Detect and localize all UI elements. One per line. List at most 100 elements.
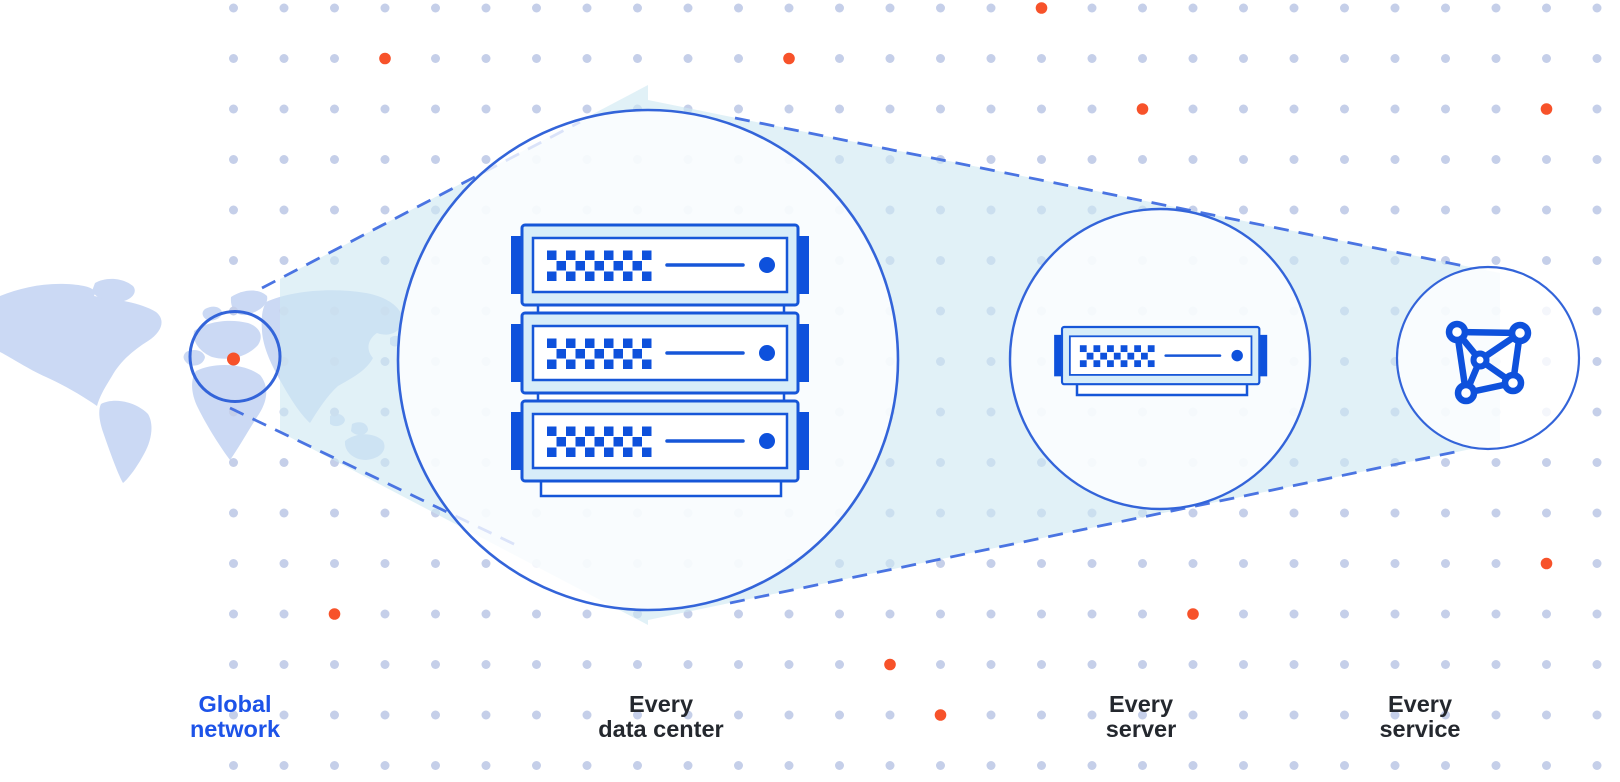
server-stack [511, 223, 809, 498]
grid-dot [481, 559, 491, 568]
grid-dot [1239, 3, 1248, 13]
grid-dot [1138, 710, 1147, 720]
matrix-pixel [1147, 360, 1155, 368]
grid-dot [431, 155, 440, 164]
orange-grid-dot [1187, 608, 1199, 620]
grid-dot [734, 710, 743, 720]
matrix-pixel [1093, 360, 1101, 368]
server-dot-matrix [547, 338, 652, 369]
matrix-pixel [604, 250, 614, 260]
matrix-pixel [1079, 345, 1087, 353]
grid-dot [885, 54, 895, 63]
grid-dot [734, 104, 743, 114]
grid-dot [936, 761, 945, 770]
server-dot-matrix [547, 426, 652, 457]
grid-dot [1340, 559, 1349, 568]
label-global-network-line1: Global [198, 691, 271, 717]
grid-dot [1188, 3, 1198, 13]
grid-dot [330, 3, 339, 13]
server-indicator-dot [759, 433, 775, 449]
grid-dot [1592, 256, 1602, 265]
grid-dot [1441, 508, 1450, 518]
grid-dot [431, 710, 440, 720]
grid-dot [380, 205, 390, 215]
grid-dot [1239, 104, 1248, 114]
grid-dot [1441, 710, 1450, 720]
orange-grid-dot [934, 709, 947, 721]
grid-dot [1340, 3, 1349, 13]
matrix-pixel [1086, 352, 1094, 360]
grid-dot [1592, 205, 1602, 215]
grid-dot [279, 508, 289, 518]
grid-dot [532, 104, 541, 114]
grid-dot [1340, 710, 1349, 720]
grid-dot [1188, 660, 1198, 669]
matrix-pixel [556, 261, 566, 271]
grid-dot [380, 710, 390, 720]
grid-dot [481, 660, 491, 669]
grid-dot [229, 205, 238, 215]
grid-dot [1592, 761, 1602, 770]
grid-dot [1289, 54, 1299, 63]
grid-dot [1188, 559, 1198, 568]
grid-dot [431, 54, 440, 63]
grid-dot [835, 660, 844, 669]
grid-dot [1491, 205, 1501, 215]
matrix-pixel [623, 250, 633, 260]
grid-dot [1188, 761, 1198, 770]
grid-dot [229, 508, 238, 518]
grid-dot [380, 559, 390, 568]
grid-dot [380, 508, 390, 518]
grid-dot [1592, 407, 1602, 417]
grid-dot [380, 761, 390, 770]
grid-dot [229, 104, 238, 114]
grid-dot [1239, 155, 1248, 164]
grid-dot [1542, 3, 1551, 13]
grid-dot [1441, 155, 1450, 164]
matrix-pixel [1141, 352, 1148, 360]
grid-dot [532, 660, 541, 669]
matrix-pixel [547, 250, 557, 260]
matrix-pixel [623, 447, 633, 457]
grid-dot [431, 559, 440, 568]
grid-dot [1390, 609, 1400, 619]
grid-dot [431, 104, 440, 114]
grid-dot [1542, 660, 1551, 669]
server-side-tab [1257, 334, 1268, 377]
matrix-pixel [613, 349, 623, 359]
matrix-pixel [1120, 360, 1128, 368]
network-mesh-icon [1445, 320, 1532, 405]
server-side-tab [1054, 334, 1065, 377]
label-every-data-center-line1: Every [629, 691, 693, 717]
grid-dot [1592, 559, 1602, 568]
grid-dot [1340, 155, 1349, 164]
grid-dot [279, 710, 289, 720]
mesh-node [1501, 371, 1525, 395]
matrix-pixel [604, 426, 614, 436]
grid-dot [279, 609, 289, 619]
grid-dot [1188, 508, 1198, 518]
grid-dot [1087, 155, 1097, 164]
matrix-pixel [585, 338, 595, 348]
matrix-pixel [566, 359, 576, 369]
dashed-connector-line [229, 406, 519, 548]
grid-dot [229, 256, 238, 265]
orange-grid-dot [1540, 557, 1553, 570]
grid-dot [1592, 710, 1602, 720]
matrix-pixel [632, 261, 642, 271]
grid-dot [279, 256, 289, 265]
matrix-pixel [604, 359, 614, 369]
grid-dot [330, 559, 339, 568]
server-dot-matrix [547, 250, 652, 281]
matrix-pixel [575, 349, 585, 359]
matrix-pixel [1093, 345, 1101, 353]
grid-dot [279, 660, 289, 669]
grid-dot [1239, 205, 1248, 215]
grid-dot [1542, 458, 1551, 467]
grid-dot [1441, 205, 1450, 215]
server-front-panel [531, 324, 789, 382]
matrix-pixel [585, 359, 595, 369]
grid-dot [481, 155, 491, 164]
grid-dot [683, 660, 693, 669]
server-rack-icon [511, 223, 809, 307]
